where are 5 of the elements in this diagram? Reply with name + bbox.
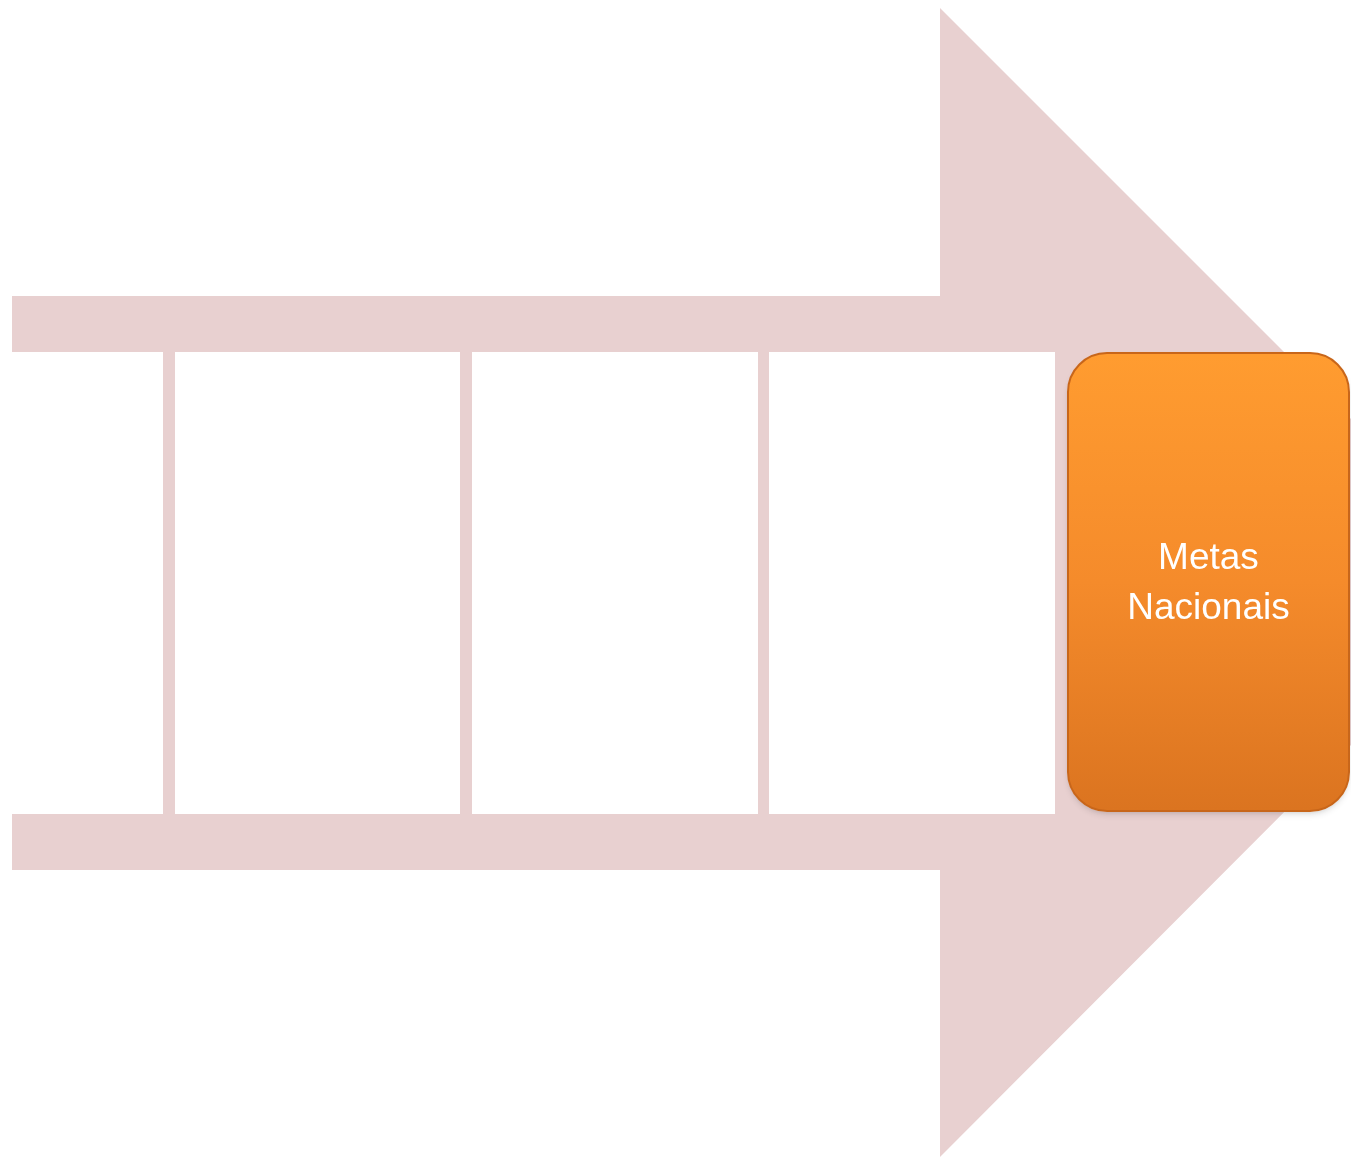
goal-label: Metas Nacionais [1126, 535, 1291, 629]
empty-box [769, 352, 1055, 814]
empty-box [175, 352, 460, 814]
empty-box [472, 352, 758, 814]
empty-box [12, 352, 163, 814]
